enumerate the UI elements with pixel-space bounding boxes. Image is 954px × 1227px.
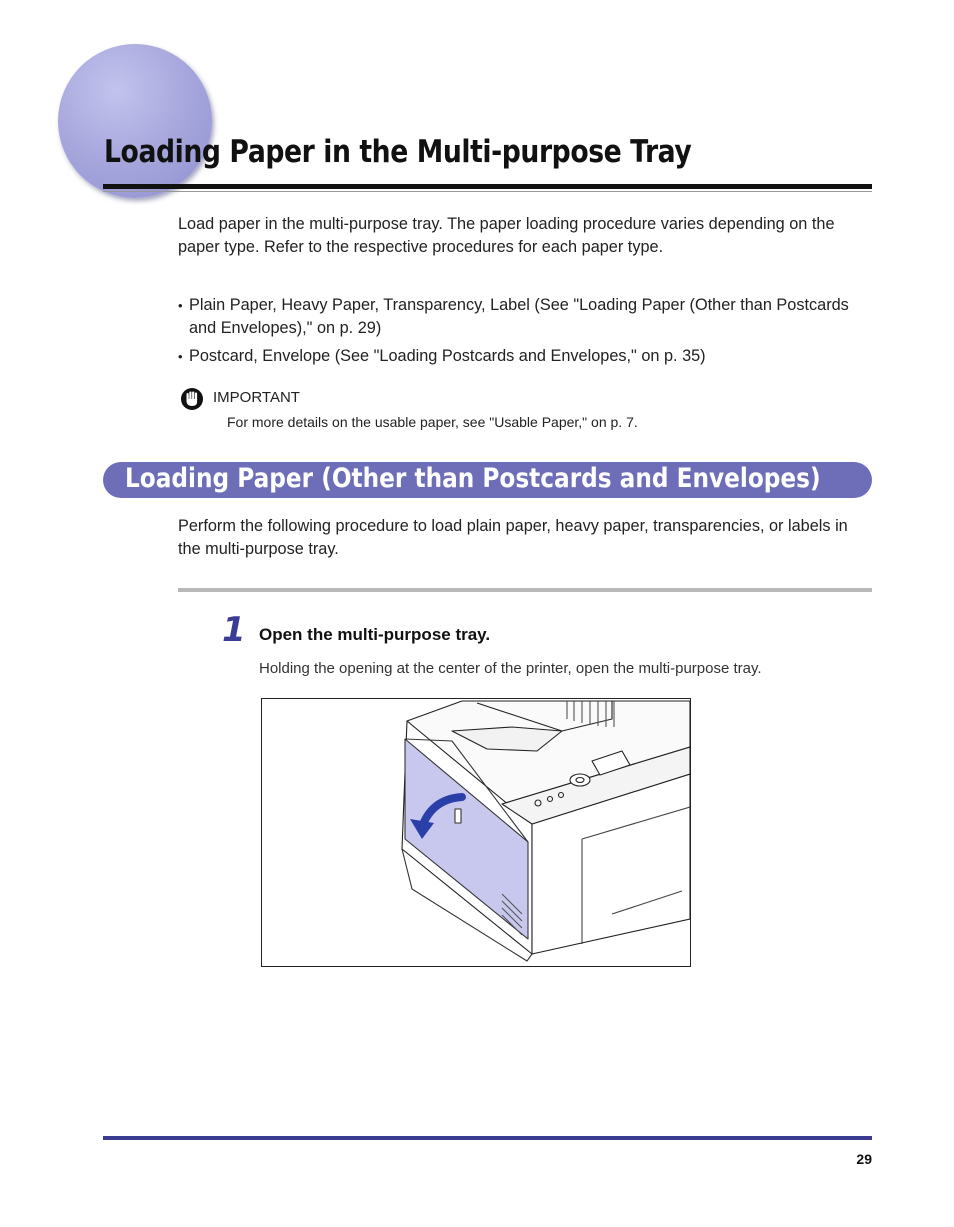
- section-title: Loading Paper (Other than Postcards and …: [125, 463, 821, 494]
- page-title: Loading Paper in the Multi-purpose Tray: [104, 134, 692, 170]
- hand-stop-icon: [181, 388, 203, 410]
- decorative-circle: [58, 44, 212, 198]
- bullet-marker: •: [178, 349, 183, 364]
- bullet-text: Plain Paper, Heavy Paper, Transparency, …: [189, 296, 849, 337]
- printer-drawing: [401, 700, 690, 962]
- bullet-item-plain-paper: • Plain Paper, Heavy Paper, Transparency…: [178, 294, 870, 340]
- footer-rule: [103, 1136, 872, 1140]
- section-intro: Perform the following procedure to load …: [178, 517, 848, 558]
- step-number: 1: [222, 610, 246, 650]
- bullet-item-postcard: • Postcard, Envelope (See "Loading Postc…: [178, 345, 870, 368]
- step-divider: [178, 588, 872, 592]
- step-description: Holding the opening at the center of the…: [259, 660, 762, 677]
- printer-illustration: [261, 698, 691, 967]
- title-underline: [103, 184, 872, 189]
- step-title: Open the multi-purpose tray.: [259, 625, 491, 644]
- title-underline-thin: [103, 191, 872, 192]
- bullet-marker: •: [178, 298, 183, 313]
- important-label: IMPORTANT: [213, 389, 300, 406]
- page-number: 29: [856, 1151, 872, 1167]
- section-header-bar: [103, 462, 872, 498]
- bullet-text: Postcard, Envelope (See "Loading Postcar…: [189, 347, 706, 365]
- intro-paragraph: Load paper in the multi-purpose tray. Th…: [178, 215, 835, 256]
- important-note: For more details on the usable paper, se…: [227, 414, 638, 430]
